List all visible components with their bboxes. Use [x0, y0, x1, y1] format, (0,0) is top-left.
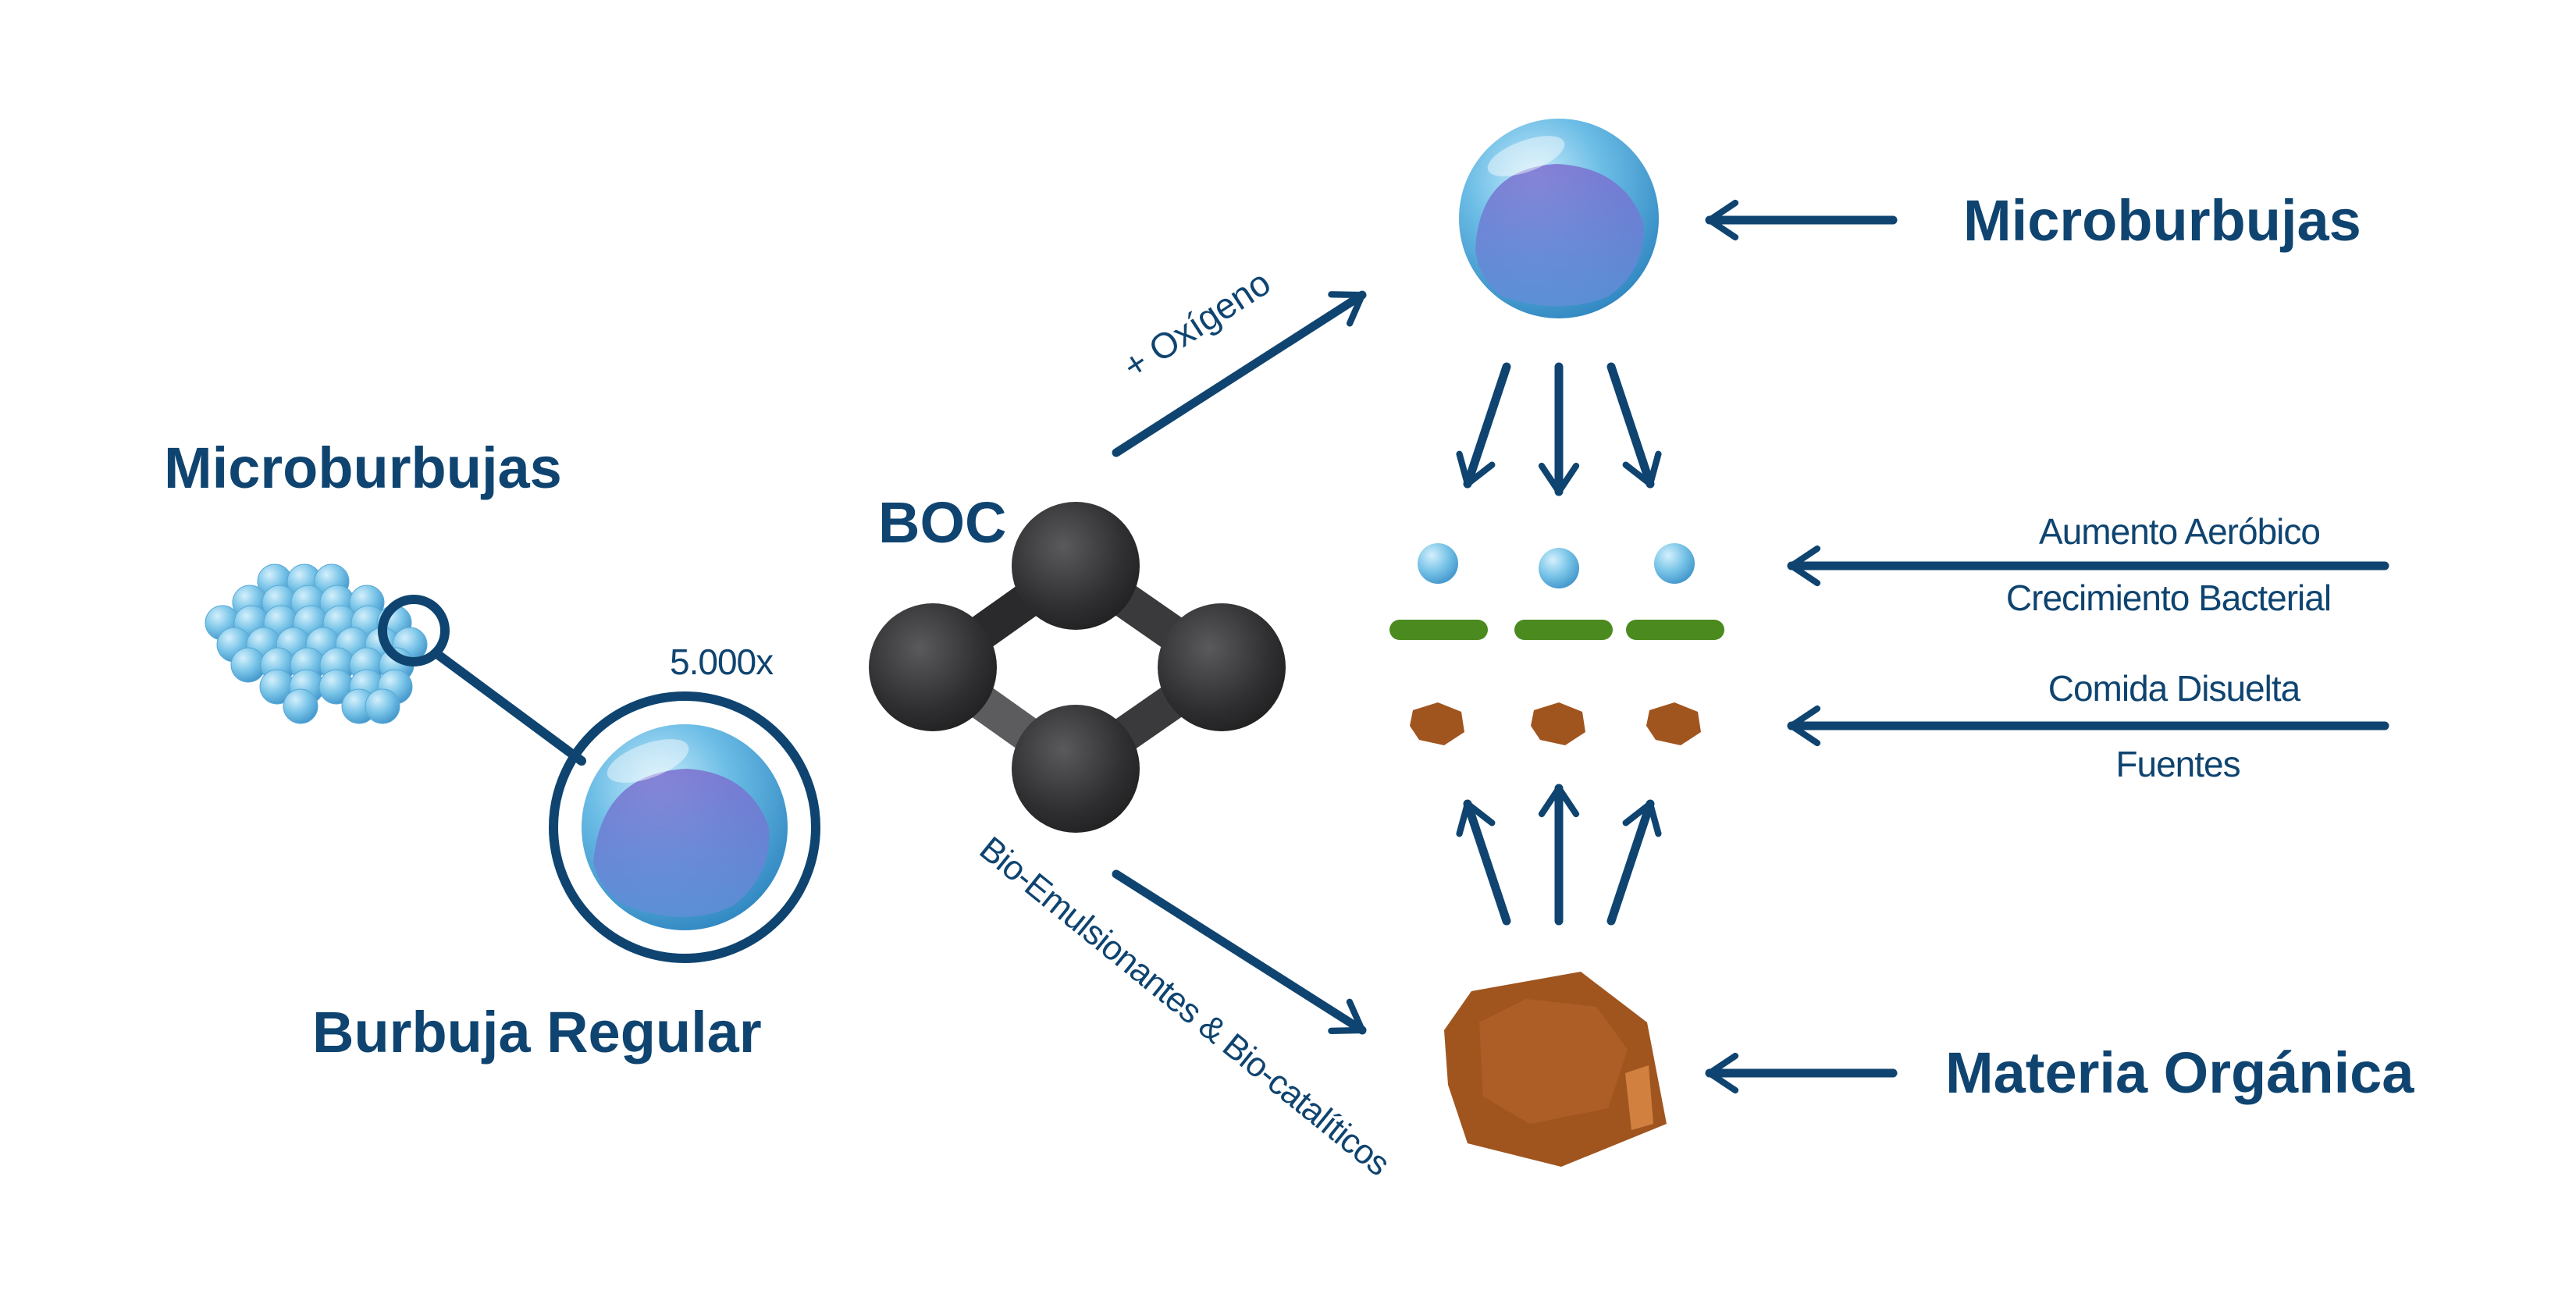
food-particles [1410, 702, 1701, 745]
upward-arrows [1456, 784, 1662, 926]
aerobic-label-line1: Aumento Aeróbico [2039, 511, 2320, 552]
arrow-icon [1112, 869, 1367, 1035]
bubble-icon [1459, 119, 1659, 318]
food-label-line2: Fuentes [2115, 744, 2240, 784]
boc-molecule-icon [869, 502, 1286, 833]
right-top-label: Microburbujas [1963, 188, 2361, 253]
micro-bubble [365, 688, 400, 724]
boc-label: BOC [878, 490, 1006, 555]
left-title: Microburbujas [164, 435, 562, 500]
microbubble-cluster [205, 563, 428, 724]
emulsifier-arrow-label: Bio-Emulsionantes & Bio-catalíticos [973, 830, 1397, 1183]
magnifier [378, 595, 820, 963]
micro-bubble [230, 647, 266, 683]
downward-arrows [1456, 362, 1662, 496]
micro-bubble [283, 688, 318, 724]
food-label-line1: Comida Disuelta [2048, 668, 2301, 709]
aerobic-label-line2: Crecimiento Bacterial [2006, 578, 2331, 618]
organic-matter-icon [1444, 972, 1667, 1167]
small-bubbles [1418, 543, 1695, 588]
arrow-icon [1112, 290, 1367, 457]
magnification-label: 5.000x [670, 642, 774, 682]
regular-bubble-label: Burbuja Regular [312, 1000, 762, 1065]
right-bottom-label: Materia Orgánica [1945, 1040, 2414, 1105]
bacteria-bars [1389, 620, 1724, 640]
bubble-icon [582, 724, 788, 930]
